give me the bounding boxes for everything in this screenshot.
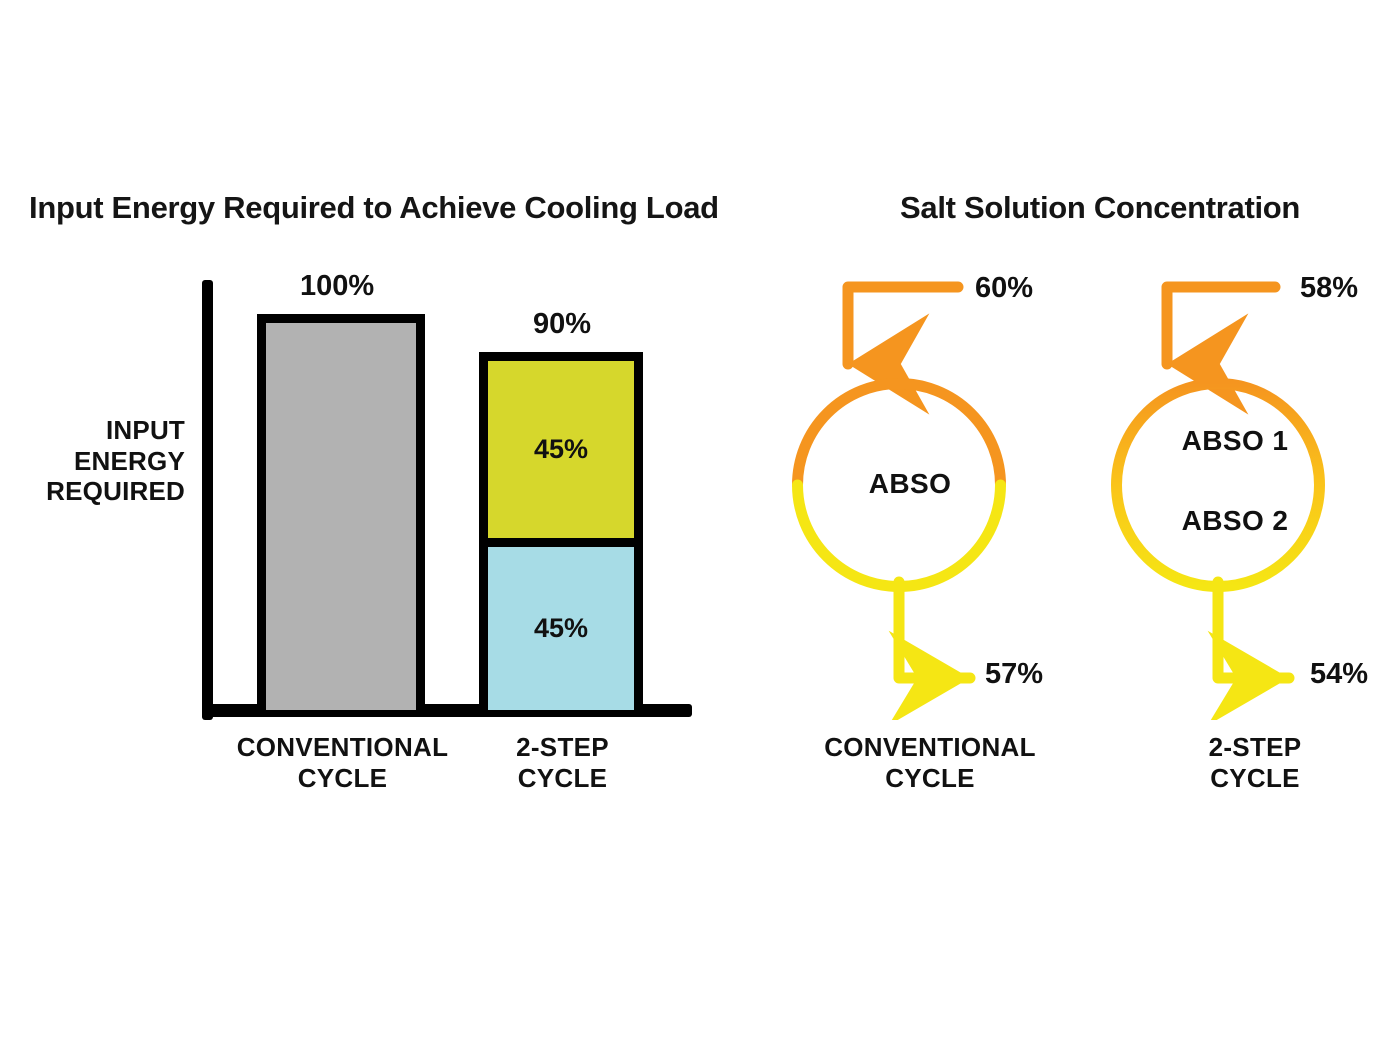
x-axis-label-two-step-line-1: 2-STEP bbox=[516, 732, 609, 762]
x-axis-label-conventional-line-1: CONVENTIONAL bbox=[236, 732, 449, 762]
outlet-concentration-conventional: 57% bbox=[985, 658, 1044, 690]
vessel-label-abso: ABSO bbox=[868, 468, 952, 499]
vessel-label-abso-2: ABSO 2 bbox=[1181, 505, 1289, 536]
concentration-diagram: 60% ABSO 57% CONVENTIONAL CYCLE bbox=[760, 260, 1380, 820]
x-axis-label-two-step-line-2: CYCLE bbox=[517, 763, 608, 794]
diagram-caption-two-step: 2-STEP CYCLE bbox=[1105, 732, 1380, 794]
inlet-pipe-icon bbox=[1161, 281, 1281, 415]
vessel-label-abso-1: ABSO 1 bbox=[1181, 425, 1289, 456]
diagram-caption-two-step-line-1: 2-STEP bbox=[1208, 732, 1302, 762]
inlet-concentration-two-step: 58% bbox=[1300, 272, 1359, 304]
bar-conventional-cycle bbox=[257, 314, 425, 710]
diagram-caption-conventional-line-1: CONVENTIONAL bbox=[824, 732, 1036, 762]
page-title-concentration: Salt Solution Concentration bbox=[900, 190, 1301, 225]
vessel-top-arc-icon bbox=[792, 378, 1006, 491]
bar-chart: INPUT ENERGY REQUIRED 100% 90% 45% 45% C… bbox=[0, 260, 760, 820]
absorber-single-graphic bbox=[792, 281, 1006, 720]
diagram-caption-conventional-line-2: CYCLE bbox=[885, 763, 975, 794]
x-axis-label-conventional-line-2: CYCLE bbox=[297, 763, 388, 794]
diagram-caption-two-step-line-2: CYCLE bbox=[1210, 763, 1300, 794]
diagram-caption-conventional: CONVENTIONAL CYCLE bbox=[780, 732, 1080, 794]
x-axis-label-conventional: CONVENTIONAL CYCLE bbox=[200, 732, 485, 794]
y-axis-line bbox=[202, 280, 213, 720]
bar-two-step-cycle: 45% 45% bbox=[479, 352, 643, 710]
y-axis-label: INPUT ENERGY REQUIRED bbox=[20, 415, 185, 507]
outlet-pipe-icon bbox=[888, 576, 976, 720]
inlet-pipe-icon bbox=[842, 281, 964, 415]
y-axis-label-line-1: INPUT bbox=[106, 415, 185, 445]
x-axis-label-two-step: 2-STEP CYCLE bbox=[470, 732, 655, 794]
y-axis-label-line-3: REQUIRED bbox=[46, 476, 185, 507]
bar-total-label-conventional: 100% bbox=[300, 270, 375, 302]
bar-total-label-two-step: 90% bbox=[533, 308, 592, 340]
absorber-split-graphic bbox=[1111, 281, 1325, 720]
outlet-pipe-icon bbox=[1207, 576, 1295, 720]
y-axis-label-line-2: ENERGY bbox=[73, 445, 185, 476]
outlet-concentration-two-step: 54% bbox=[1310, 658, 1369, 690]
bar-segment-stage-2: 45% bbox=[488, 547, 634, 710]
page-title-energy: Input Energy Required to Achieve Cooling… bbox=[29, 190, 719, 225]
absorber-unit-conventional: 60% ABSO 57% CONVENTIONAL CYCLE bbox=[780, 260, 1080, 820]
bar-segment-stage-1: 45% bbox=[488, 361, 634, 548]
inlet-concentration-conventional: 60% bbox=[975, 272, 1034, 304]
absorber-unit-two-step: 58% ABSO 1 ABSO 2 54% 2-STEP CYCLE bbox=[1105, 260, 1380, 820]
vessel-bottom-arc-icon bbox=[792, 479, 1006, 592]
